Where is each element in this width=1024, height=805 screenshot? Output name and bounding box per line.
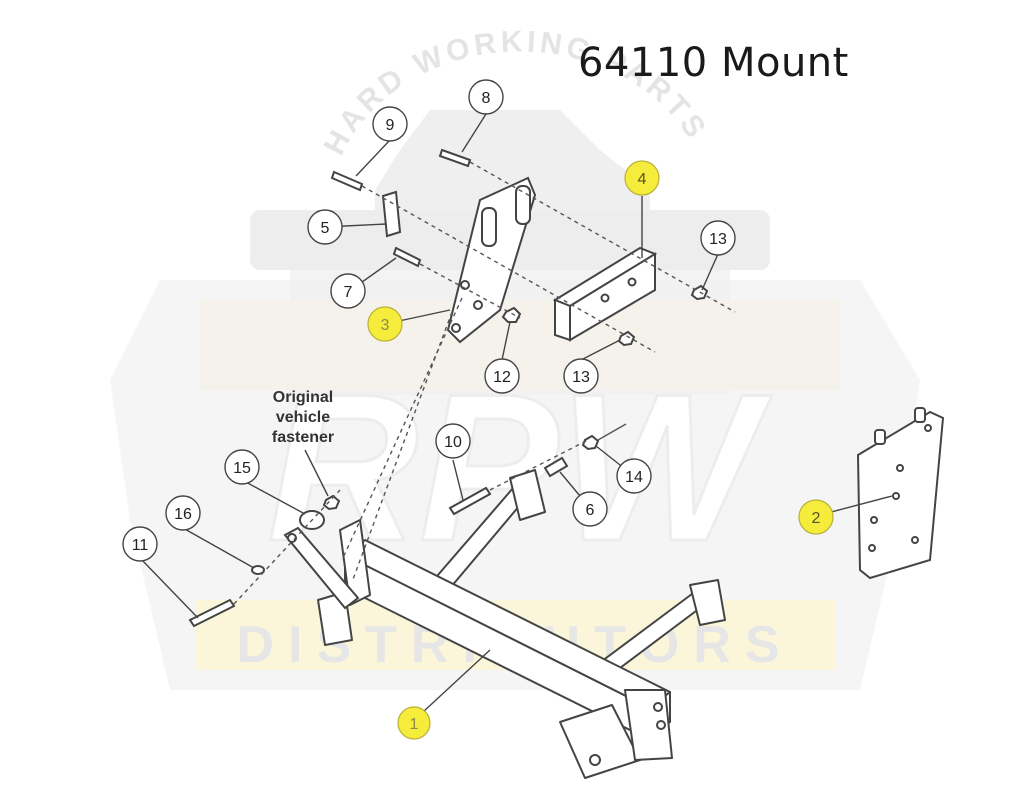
assembly-lines [233,161,736,605]
callout-13-lower: 13 [563,358,599,394]
callout-13-upper: 13 [700,220,736,256]
nut-14 [581,434,600,451]
svg-text:15: 15 [233,460,251,477]
spacer-5 [381,190,402,238]
watermark: RPW DISTRIBUTORS HARD WORKING PARTS [110,25,920,690]
svg-text:2: 2 [812,510,821,527]
svg-text:13: 13 [572,369,590,386]
callout-14: 14 [616,458,652,494]
bolt-8 [438,148,472,168]
note-line-3: fastener [271,429,335,446]
hardware [188,148,709,628]
callout-1: 1 [397,706,431,740]
svg-text:10: 10 [444,434,462,451]
callout-16: 16 [165,495,201,531]
svg-text:1: 1 [410,716,419,733]
svg-text:13: 13 [709,231,727,248]
callout-7: 7 [330,273,366,309]
callout-8: 8 [468,79,504,115]
callout-15: 15 [224,449,260,485]
watermark-logo-text: RPW [267,350,773,585]
note-line-2: vehicle [275,409,331,426]
svg-text:6: 6 [586,502,595,519]
washer-16 [251,565,265,575]
bolt-7 [392,246,422,268]
svg-text:16: 16 [174,506,192,523]
svg-text:8: 8 [482,90,491,107]
callout-6: 6 [572,491,608,527]
original-fastener-note: Original vehicle fastener [258,388,348,448]
callout-11: 11 [122,526,158,562]
note-line-1: Original [272,389,334,406]
part-4-angle [552,246,658,342]
svg-text:12: 12 [493,369,511,386]
svg-text:9: 9 [386,117,395,134]
svg-text:3: 3 [381,317,390,334]
original-fastener [322,494,341,511]
bolt-10 [448,486,492,516]
callout-4: 4 [624,160,660,196]
part-15-bracket [283,526,360,610]
svg-text:14: 14 [625,469,643,486]
svg-text:5: 5 [321,220,330,237]
callout-10: 10 [435,423,471,459]
part-3-plate [446,176,537,344]
svg-text:4: 4 [638,171,647,188]
spacer-6 [543,456,569,478]
bolt-9 [330,170,364,192]
callout-2: 2 [798,499,834,535]
svg-text:11: 11 [132,537,149,554]
callout-3: 3 [367,306,403,342]
bolt-11 [188,598,236,628]
diagram-title: 64110 Mount [578,40,849,86]
part-1-frame [317,469,726,779]
svg-text:7: 7 [344,284,353,301]
callout-5: 5 [307,209,343,245]
part-2-plate [856,407,945,580]
callout-12: 12 [484,358,520,394]
callout-9: 9 [372,106,408,142]
